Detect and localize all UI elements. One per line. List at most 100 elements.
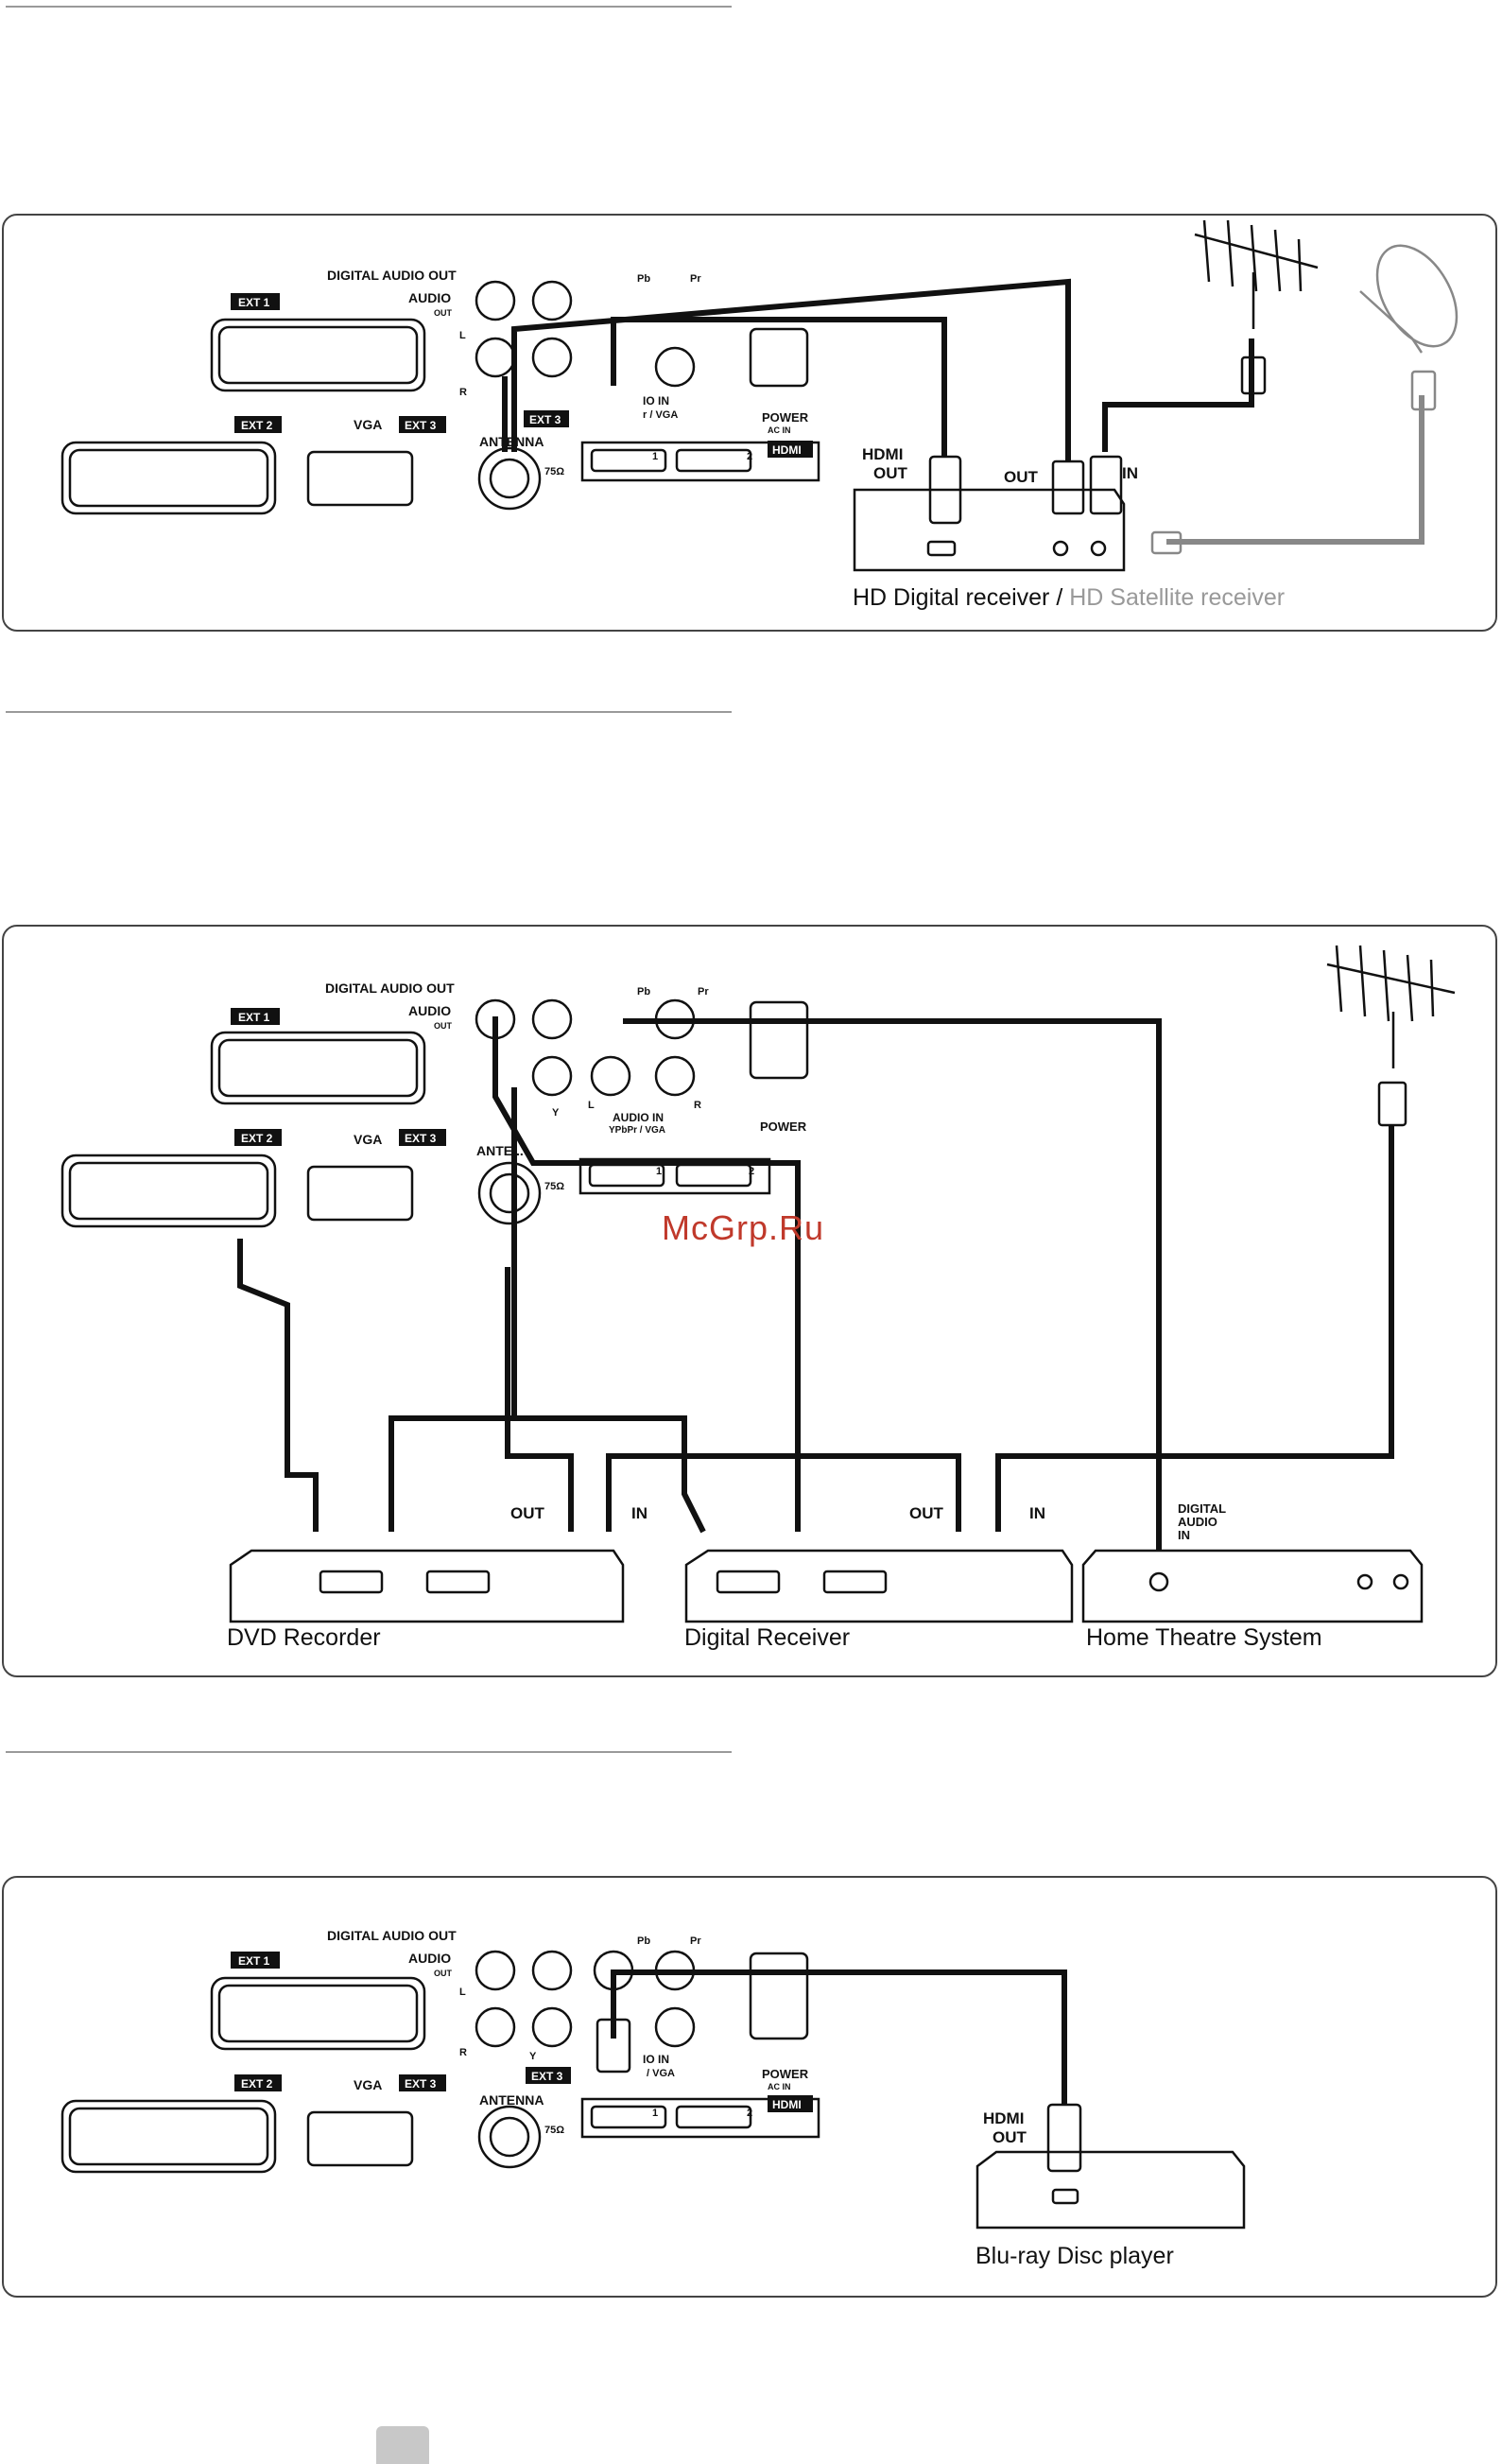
svg-text:EXT 3: EXT 3 bbox=[529, 413, 561, 426]
svg-text:1: 1 bbox=[652, 451, 658, 462]
hdmi-2-port bbox=[675, 448, 752, 473]
hdmi-2-port bbox=[675, 2105, 752, 2129]
ext1-scart-connector bbox=[210, 318, 426, 392]
svg-text:OUT: OUT bbox=[909, 1504, 944, 1522]
svg-text:EXT 2: EXT 2 bbox=[241, 1132, 273, 1145]
svg-text:VGA: VGA bbox=[354, 1132, 382, 1147]
svg-text:IN: IN bbox=[1178, 1528, 1190, 1542]
svg-text:EXT 3: EXT 3 bbox=[405, 2077, 437, 2091]
svg-text:L: L bbox=[459, 330, 466, 341]
svg-text:VGA: VGA bbox=[354, 2077, 382, 2092]
svg-text:AC IN: AC IN bbox=[768, 2082, 791, 2091]
svg-text:OUT: OUT bbox=[1004, 468, 1039, 486]
connection-diagram: DIGITAL AUDIO OUT AUDIO OUT L R EXT 1 EX… bbox=[60, 219, 1459, 572]
svg-text:Pr: Pr bbox=[698, 986, 709, 998]
label-digital-audio-out: DIGITAL AUDIO OUT bbox=[327, 268, 457, 283]
svg-text:ANTENNA: ANTENNA bbox=[479, 434, 544, 449]
aerial-icon bbox=[1194, 219, 1319, 329]
diagram-panel-hd-receiver: DIGITAL AUDIO OUT AUDIO OUT L R EXT 1 EX… bbox=[2, 214, 1497, 632]
power-socket bbox=[749, 1000, 809, 1080]
svg-text:POWER: POWER bbox=[762, 410, 809, 425]
svg-text:EXT 3: EXT 3 bbox=[405, 1132, 437, 1145]
svg-text:Pr: Pr bbox=[690, 1935, 701, 1947]
svg-text:R: R bbox=[459, 2047, 467, 2058]
caption-bluray-player: Blu-ray Disc player bbox=[975, 2243, 1174, 2269]
aerial-icon bbox=[1326, 945, 1456, 1068]
svg-text:OUT: OUT bbox=[434, 1969, 453, 1978]
svg-text:VGA: VGA bbox=[354, 417, 382, 432]
audio-out-r-jack bbox=[475, 337, 516, 378]
svg-text:2: 2 bbox=[749, 1166, 754, 1177]
ext1-scart-connector bbox=[210, 1976, 426, 2051]
vga-connector bbox=[306, 2110, 414, 2167]
vga-connector bbox=[306, 450, 414, 507]
svg-text:Y: Y bbox=[529, 2051, 537, 2062]
svg-text:IN: IN bbox=[1122, 464, 1138, 482]
caption-digital-receiver: Digital Receiver bbox=[684, 1624, 851, 1651]
svg-text:AUDIO: AUDIO bbox=[1178, 1515, 1217, 1529]
caption-dvd-recorder: DVD Recorder bbox=[227, 1624, 381, 1651]
connection-diagram: DIGITAL AUDIO OUT AUDIO OUT L R EXT 1 EX… bbox=[60, 1928, 1246, 2230]
svg-text:AC IN: AC IN bbox=[768, 425, 791, 435]
svg-text:HDMI: HDMI bbox=[772, 443, 802, 457]
svg-text:EXT 2: EXT 2 bbox=[241, 2077, 273, 2091]
svg-text:ANTENNA: ANTENNA bbox=[479, 2092, 544, 2108]
svg-text:HDMI: HDMI bbox=[862, 445, 903, 463]
svg-text:EXT 3: EXT 3 bbox=[531, 2070, 563, 2083]
connection-diagram: DIGITAL AUDIO OUT AUDIO OUT EXT 1 EXT 2 … bbox=[60, 945, 1456, 1623]
svg-text:IO IN: IO IN bbox=[643, 2053, 669, 2066]
hdmi-1-port bbox=[590, 2105, 667, 2129]
satellite-dish-icon bbox=[1375, 244, 1459, 348]
svg-text:AUDIO: AUDIO bbox=[408, 1951, 451, 1966]
svg-text:HDMI: HDMI bbox=[772, 2098, 802, 2111]
svg-text:Pb: Pb bbox=[637, 273, 650, 285]
svg-text:AUDIO: AUDIO bbox=[408, 290, 451, 305]
svg-text:Pb: Pb bbox=[637, 986, 650, 998]
ext2-scart-connector bbox=[60, 1154, 277, 1228]
audio-out-l-jack bbox=[475, 280, 516, 321]
svg-text:ANTE...: ANTE... bbox=[476, 1143, 524, 1158]
ext1-scart-connector bbox=[210, 1031, 426, 1105]
svg-text:r / VGA: r / VGA bbox=[643, 409, 678, 421]
svg-text:75Ω: 75Ω bbox=[544, 1181, 564, 1192]
svg-text:1: 1 bbox=[652, 2108, 658, 2119]
svg-text:Pb: Pb bbox=[637, 1935, 650, 1947]
svg-text:DIGITAL: DIGITAL bbox=[1178, 1501, 1226, 1516]
hdmi-panel bbox=[580, 441, 820, 482]
digital-receiver-box bbox=[684, 1549, 1074, 1623]
svg-text:POWER: POWER bbox=[762, 2067, 809, 2081]
section-rule-3 bbox=[6, 1751, 732, 1753]
antenna-socket bbox=[477, 446, 542, 511]
dvd-recorder-box bbox=[229, 1549, 625, 1623]
bluray-player-box bbox=[975, 2150, 1246, 2230]
svg-text:OUT: OUT bbox=[510, 1504, 545, 1522]
ext2-scart-connector bbox=[60, 2099, 277, 2174]
svg-text:EXT 1: EXT 1 bbox=[238, 1954, 270, 1968]
hd-receiver-box bbox=[853, 488, 1126, 572]
vga-connector bbox=[306, 1165, 414, 1222]
svg-text:IO IN: IO IN bbox=[643, 394, 669, 408]
svg-text:EXT 1: EXT 1 bbox=[238, 296, 270, 309]
antenna-socket bbox=[477, 2105, 542, 2169]
diagram-panel-bluray: DIGITAL AUDIO OUT AUDIO OUT L R EXT 1 EX… bbox=[2, 1876, 1497, 2298]
svg-text:L: L bbox=[459, 1987, 466, 1998]
home-theatre-box bbox=[1081, 1549, 1424, 1623]
svg-text:OUT: OUT bbox=[993, 2128, 1027, 2146]
svg-text:Y: Y bbox=[552, 1107, 560, 1119]
svg-text:1: 1 bbox=[656, 1166, 662, 1177]
svg-text:DIGITAL AUDIO OUT: DIGITAL AUDIO OUT bbox=[327, 1928, 457, 1943]
svg-text:OUT: OUT bbox=[434, 1021, 453, 1031]
svg-text:DIGITAL AUDIO OUT: DIGITAL AUDIO OUT bbox=[325, 980, 455, 996]
power-socket bbox=[749, 1952, 809, 2040]
svg-text:EXT 1: EXT 1 bbox=[238, 1011, 270, 1024]
svg-text:Pr: Pr bbox=[690, 273, 701, 285]
svg-text:OUT: OUT bbox=[434, 308, 453, 318]
svg-text:/ VGA: / VGA bbox=[647, 2068, 675, 2079]
svg-text:IN: IN bbox=[631, 1504, 647, 1522]
svg-text:75Ω: 75Ω bbox=[544, 466, 564, 477]
caption-home-theatre: Home Theatre System bbox=[1086, 1624, 1322, 1651]
svg-text:EXT 3: EXT 3 bbox=[405, 419, 437, 432]
svg-text:2: 2 bbox=[747, 2108, 752, 2119]
svg-text:OUT: OUT bbox=[873, 464, 908, 482]
watermark: McGrp.Ru bbox=[662, 1208, 825, 1247]
